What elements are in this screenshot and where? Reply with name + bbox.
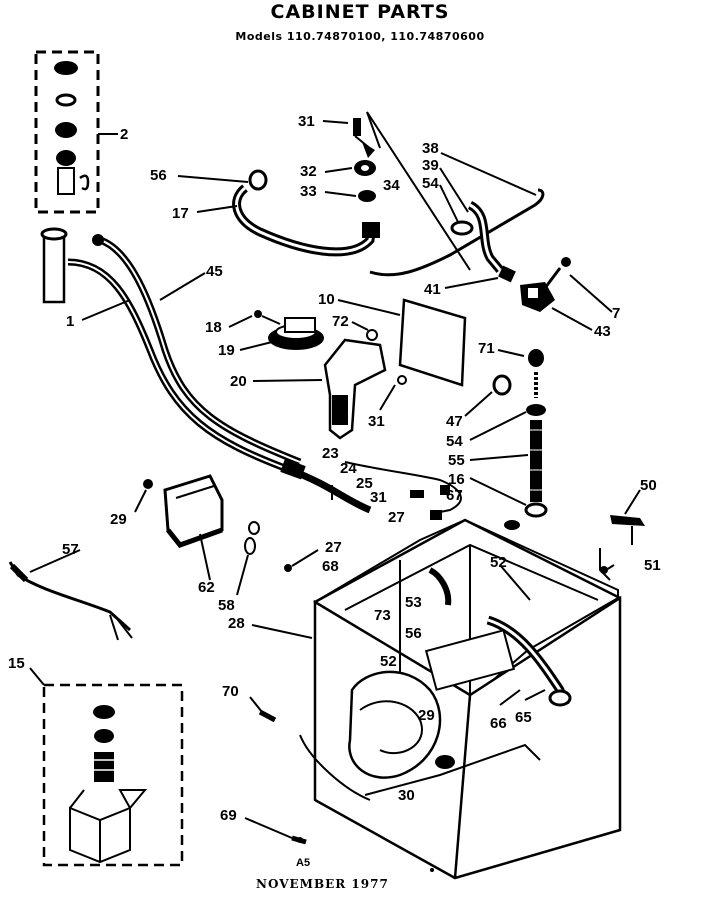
pressure-switch-icon xyxy=(254,310,324,350)
callout-16: 16 xyxy=(448,471,465,488)
callout-34: 34 xyxy=(383,177,400,194)
callout-32: 32 xyxy=(300,163,317,180)
callout-57: 57 xyxy=(62,541,79,558)
model-numbers: Models 110.74870100, 110.74870600 xyxy=(235,30,485,43)
callout-A5: A5 xyxy=(296,857,310,869)
spring-icon xyxy=(492,349,548,518)
callout-41: 41 xyxy=(424,281,441,298)
leader-lines xyxy=(29,120,641,839)
page-title: CABINET PARTS xyxy=(270,1,450,23)
callout-23: 23 xyxy=(322,445,339,462)
callout-7: 7 xyxy=(612,305,620,322)
inlet-valve-parts-group xyxy=(34,50,118,214)
callout-54-mid: 54 xyxy=(446,433,463,450)
callout-2: 2 xyxy=(120,126,128,143)
callout-72: 72 xyxy=(332,313,349,330)
callout-43: 43 xyxy=(594,323,611,340)
carton-icon xyxy=(42,683,184,867)
panel-insulator xyxy=(398,298,467,387)
drain-hose-upper xyxy=(232,169,380,257)
callout-19: 19 xyxy=(218,342,235,359)
callout-70: 70 xyxy=(222,683,239,700)
callout-39: 39 xyxy=(422,157,439,174)
callout-73: 73 xyxy=(374,607,391,624)
callout-58: 58 xyxy=(218,597,235,614)
callout-67: 67 xyxy=(446,487,463,504)
callout-56-low: 56 xyxy=(405,625,422,642)
water-inlet-valve-icon xyxy=(498,257,571,312)
revision-date: NOVEMBER 1977 xyxy=(256,877,389,891)
screw-icon xyxy=(258,709,307,845)
callout-45: 45 xyxy=(206,263,223,280)
callout-30: 30 xyxy=(398,787,415,804)
callout-18: 18 xyxy=(205,319,222,336)
callout-20: 20 xyxy=(230,373,247,390)
callout-25: 25 xyxy=(356,475,373,492)
callout-50: 50 xyxy=(640,477,657,494)
callout-15: 15 xyxy=(8,655,25,672)
cabinet-icon xyxy=(297,518,622,880)
callout-labels: 31 2 56 32 33 34 38 39 54 17 45 1 41 7 4… xyxy=(8,113,661,869)
drain-hose-right xyxy=(369,188,545,277)
callout-54-top: 54 xyxy=(422,175,439,192)
callout-33: 33 xyxy=(300,183,317,200)
terminal-block-icon xyxy=(143,474,292,572)
callout-56-top: 56 xyxy=(150,167,167,184)
callout-10: 10 xyxy=(318,291,335,308)
power-cord xyxy=(8,561,133,641)
callout-69: 69 xyxy=(220,807,237,824)
wire-harness-icon xyxy=(331,461,520,530)
callout-27-mid: 27 xyxy=(388,509,405,526)
callout-52-right: 52 xyxy=(490,554,507,571)
callout-66: 66 xyxy=(490,715,507,732)
callout-52-low: 52 xyxy=(380,653,397,670)
callout-31-mid: 31 xyxy=(368,413,385,430)
callout-71: 71 xyxy=(478,340,495,357)
callout-47: 47 xyxy=(446,413,463,430)
callout-29-left: 29 xyxy=(110,511,127,528)
right-brackets xyxy=(599,515,645,581)
callout-29-low: 29 xyxy=(418,707,435,724)
callout-53: 53 xyxy=(405,594,422,611)
callout-62: 62 xyxy=(198,579,215,596)
standpipe-parts xyxy=(353,111,471,271)
callout-1: 1 xyxy=(66,313,74,330)
hose-icon xyxy=(40,227,372,514)
callout-17: 17 xyxy=(172,205,189,222)
callout-27-low: 27 xyxy=(325,539,342,556)
callout-51: 51 xyxy=(644,557,661,574)
callout-31-top: 31 xyxy=(298,113,315,130)
callout-24: 24 xyxy=(340,460,357,477)
callout-65: 65 xyxy=(515,709,532,726)
mounting-bracket xyxy=(323,329,407,440)
callout-28: 28 xyxy=(228,615,245,632)
callout-68: 68 xyxy=(322,558,339,575)
callout-55: 55 xyxy=(448,452,465,469)
callout-31-low: 31 xyxy=(370,489,387,506)
callout-38: 38 xyxy=(422,140,439,157)
